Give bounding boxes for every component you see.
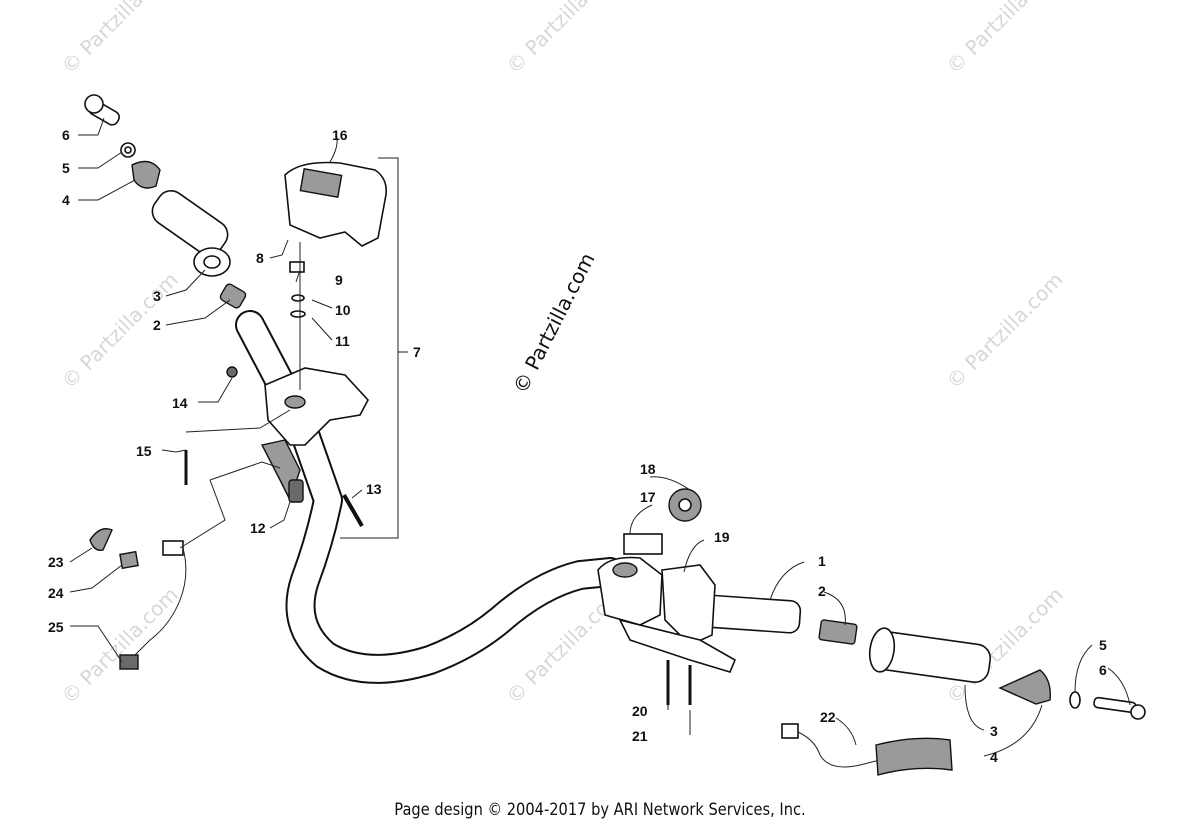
callout-3-right: 3: [990, 723, 998, 739]
callout-19: 19: [714, 529, 730, 545]
callout-6-left: 6: [62, 127, 70, 143]
callout-18: 18: [640, 461, 656, 477]
callout-2-left: 2: [153, 317, 161, 333]
callout-8: 8: [256, 250, 264, 266]
callout-4-left: 4: [62, 192, 70, 208]
callout-4-right: 4: [990, 749, 998, 765]
watermark: © Partzilla.com: [942, 0, 1068, 79]
leader-lines: [69, 117, 1131, 757]
handlebar: [235, 310, 802, 684]
callout-15: 15: [136, 443, 152, 459]
callout-9: 9: [335, 272, 343, 288]
left-wiring: [89, 528, 187, 670]
left-grip-assembly: [84, 94, 247, 309]
callout-22: 22: [820, 709, 836, 725]
callout-11: 11: [335, 333, 350, 349]
callout-17: 17: [640, 489, 656, 505]
callout-7: 7: [413, 344, 421, 360]
main-watermark: © Partzilla.com: [508, 249, 599, 397]
callout-21: 21: [632, 728, 648, 744]
right-throttle-assembly: [597, 488, 737, 705]
watermark: © Partzilla.com: [57, 0, 183, 79]
group-bracket: [340, 157, 399, 539]
callout-20: 20: [632, 703, 648, 719]
page-footer-credit: Page design © 2004-2017 by ARI Network S…: [394, 800, 806, 820]
right-wiring: [781, 723, 953, 776]
right-grip-assembly: [818, 619, 1146, 720]
watermark: © Partzilla.com: [502, 0, 628, 79]
callout-14: 14: [172, 395, 188, 411]
callout-5-left: 5: [62, 160, 70, 176]
callout-labels: 6 5 4 3 2 16 8 9 10 11 7 14 15 13 12 23 …: [48, 127, 1107, 765]
watermark: © Partzilla.com: [57, 582, 183, 708]
callout-24: 24: [48, 585, 64, 601]
callout-13: 13: [366, 481, 382, 497]
watermark: © Partzilla.com: [942, 267, 1068, 393]
callout-12: 12: [250, 520, 266, 536]
callout-16: 16: [332, 127, 348, 143]
callout-23: 23: [48, 554, 64, 570]
callout-10: 10: [335, 302, 351, 318]
callout-25: 25: [48, 619, 64, 635]
left-switch-housing: [184, 161, 388, 528]
callout-3-left: 3: [153, 288, 161, 304]
callout-5-right: 5: [1099, 637, 1107, 653]
watermark-group: © Partzilla.com © Partzilla.com © Partzi…: [57, 0, 1068, 709]
callout-2-right: 2: [818, 583, 826, 599]
callout-1: 1: [818, 553, 826, 569]
callout-6-right: 6: [1099, 662, 1107, 678]
watermark: © Partzilla.com: [57, 267, 183, 393]
